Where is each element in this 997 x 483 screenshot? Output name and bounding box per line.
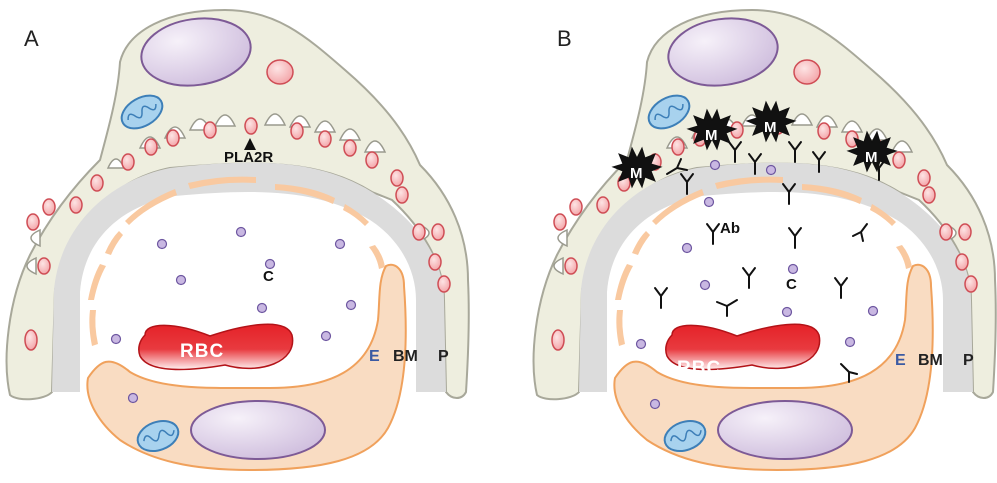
podocyte-label: P <box>438 348 449 365</box>
pla2r-antigen-marker <box>244 138 256 150</box>
endothelium-label: E <box>895 352 906 369</box>
panel-b: B <box>532 9 997 471</box>
complement-particles <box>110 226 357 404</box>
antibodies <box>654 141 886 383</box>
basement-membrane-label: BM <box>393 348 418 365</box>
rbc-label: RBC <box>180 341 224 362</box>
endothelium-label: E <box>369 348 380 365</box>
podocyte-label: P <box>963 352 974 369</box>
complement-label: C <box>786 276 797 293</box>
complement-particles <box>635 159 879 410</box>
panel-a-letter: A <box>24 26 39 51</box>
panel-a: A PLA2R C RBC E BM P <box>5 9 470 471</box>
panel-b-letter: B <box>557 26 572 51</box>
mac-label-1: M <box>705 127 718 144</box>
basement-membrane-label: BM <box>918 352 943 369</box>
complement-label: C <box>263 268 274 285</box>
mac-label-4: M <box>865 149 878 166</box>
rbc-label: RBC <box>677 358 721 379</box>
mac-label-3: M <box>630 165 643 182</box>
antibody-label: Ab <box>720 220 740 237</box>
mac-label-2: M <box>764 119 777 136</box>
mac-complexes <box>611 100 898 189</box>
pla2r-label: PLA2R <box>224 149 273 166</box>
